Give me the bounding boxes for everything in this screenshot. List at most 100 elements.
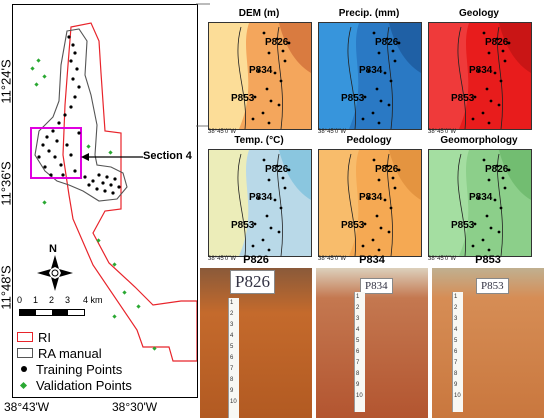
panel-lat-axis: 11°30'0"S bbox=[318, 35, 319, 61]
legend-item-validation: Validation Points bbox=[17, 377, 132, 393]
tape-digit: 7 bbox=[356, 360, 360, 366]
panel-lat-axis: 11°30'0"S bbox=[208, 162, 209, 188]
point-label: P834 bbox=[249, 65, 273, 76]
tape-digit: 9 bbox=[356, 382, 360, 388]
thematic-panel: P826P834P85311°30'0"S bbox=[318, 149, 422, 257]
profile-sign: P826 bbox=[230, 270, 275, 294]
inset-leader-lines bbox=[196, 3, 210, 127]
point-label: P853 bbox=[231, 220, 255, 231]
legend-label: Validation Points bbox=[36, 377, 132, 393]
training-points bbox=[37, 35, 121, 195]
scale-label-0: 0 bbox=[17, 295, 23, 305]
main-map: Section 4 N 0 1 2 3 4 km RI bbox=[12, 4, 198, 398]
panel-lon-axis: 38°45'0"W bbox=[428, 256, 457, 262]
scale-label-2: 2 bbox=[49, 295, 55, 305]
north-label: N bbox=[49, 243, 57, 255]
tape-digit: 8 bbox=[454, 371, 458, 377]
ri-boundary bbox=[62, 22, 197, 362]
point-label: P834 bbox=[249, 192, 273, 203]
tape-digit: 3 bbox=[454, 316, 458, 322]
compass-rose-icon bbox=[37, 255, 73, 291]
panel-lon-axis: 38°45'0"W bbox=[318, 129, 347, 135]
profile-sign: P834 bbox=[360, 278, 393, 294]
panel-lon-axis: 38°45'0"W bbox=[428, 129, 457, 135]
point-label: P826 bbox=[265, 164, 289, 175]
panel-lon-axis: 38°45'0"W bbox=[208, 129, 237, 135]
photo-title: P826 bbox=[243, 254, 269, 266]
tape-digit: 2 bbox=[356, 305, 360, 311]
lon-tick-2: 38°30'W bbox=[112, 400, 158, 414]
panel-title: Pedology bbox=[346, 135, 392, 146]
lon-tick-1: 38°43'W bbox=[4, 400, 50, 414]
panel-lat-axis: 11°30'0"S bbox=[208, 35, 209, 61]
tape-digit: 3 bbox=[230, 322, 234, 328]
tape-digit: 1 bbox=[356, 294, 360, 300]
thematic-panel: P826P834P85311°30'0"S bbox=[208, 22, 312, 130]
legend-label: Training Points bbox=[36, 361, 123, 377]
lat-tick-1: 11°24'S bbox=[0, 59, 14, 104]
scale-bar: 0 1 2 3 4 km bbox=[17, 295, 117, 325]
tape-digit: 7 bbox=[454, 360, 458, 366]
photo-title: P834 bbox=[359, 254, 385, 266]
tape-digit: 10 bbox=[230, 399, 237, 405]
point-label: P834 bbox=[359, 192, 383, 203]
tape-digit: 8 bbox=[230, 377, 234, 383]
point-label: P834 bbox=[359, 65, 383, 76]
legend-label: RI bbox=[38, 329, 51, 345]
tape-digit: 4 bbox=[230, 333, 234, 339]
section4-box bbox=[30, 127, 82, 179]
ri-swatch-icon bbox=[17, 332, 33, 342]
panel-lat-axis: 11°30'0"S bbox=[428, 162, 429, 188]
validation-diamond-icon bbox=[19, 381, 28, 389]
tape-digit: 5 bbox=[356, 338, 360, 344]
point-label: P826 bbox=[375, 164, 399, 175]
panel-lon-axis: 38°45'0"W bbox=[208, 256, 237, 262]
point-label: P826 bbox=[265, 37, 289, 48]
main-map-canvas bbox=[30, 22, 197, 362]
legend-item-training: Training Points bbox=[17, 361, 132, 377]
tape-digit: 1 bbox=[454, 294, 458, 300]
panel-title: Precip. (mm) bbox=[338, 8, 400, 19]
tape-digit: 6 bbox=[454, 349, 458, 355]
point-label: P853 bbox=[341, 93, 365, 104]
lat-tick-2: 11°36'S bbox=[0, 161, 14, 206]
panel-lat-axis: 11°30'0"S bbox=[318, 162, 319, 188]
tape-digit: 2 bbox=[230, 311, 234, 317]
panel-title: Geology bbox=[458, 8, 499, 19]
point-label: P834 bbox=[469, 65, 493, 76]
thematic-panel: P826P834P85311°30'0"S bbox=[428, 149, 532, 257]
scale-label-4: 4 km bbox=[83, 295, 103, 305]
photo-title: P853 bbox=[475, 254, 501, 266]
panel-lon-axis: 38°45'0"W bbox=[318, 256, 347, 262]
panel-lat-axis: 11°30'0"S bbox=[428, 35, 429, 61]
point-label: P834 bbox=[469, 192, 493, 203]
section4-label: Section 4 bbox=[143, 150, 192, 162]
legend-label: RA manual bbox=[38, 345, 102, 361]
ra-swatch-icon bbox=[17, 348, 33, 358]
panel-title: DEM (m) bbox=[238, 8, 280, 19]
point-label: P826 bbox=[375, 37, 399, 48]
legend-item-ra-manual: RA manual bbox=[17, 345, 132, 361]
ra-manual-boundary bbox=[34, 28, 128, 202]
tape-digit: 6 bbox=[356, 349, 360, 355]
north-arrow: N bbox=[35, 243, 75, 291]
panel-title: Temp. (°C) bbox=[234, 135, 284, 146]
panel-title: Geomorphology bbox=[440, 135, 518, 146]
legend-item-ri: RI bbox=[17, 329, 132, 345]
training-dot-icon bbox=[21, 366, 27, 372]
tape-digit: 8 bbox=[356, 371, 360, 377]
tape-digit: 10 bbox=[356, 393, 363, 399]
tape-digit: 7 bbox=[230, 366, 234, 372]
profile-sign: P853 bbox=[476, 278, 509, 294]
tape-digit: 6 bbox=[230, 355, 234, 361]
tape-digit: 3 bbox=[356, 316, 360, 322]
tape-digit: 1 bbox=[230, 300, 234, 306]
point-label: P853 bbox=[451, 220, 475, 231]
